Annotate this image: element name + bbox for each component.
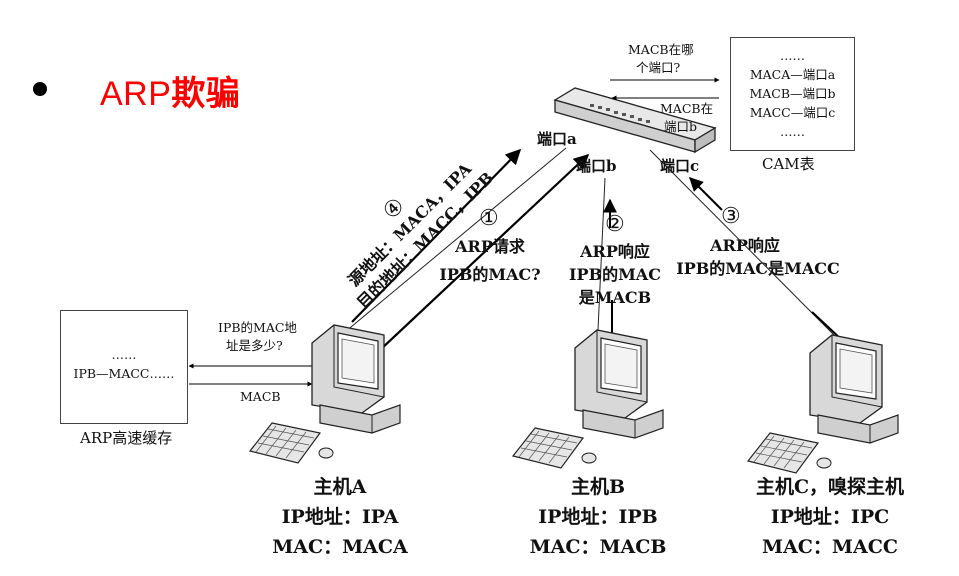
cam-table-box: …… MACA—端口a MACB—端口b MACC—端口c …… [730,37,855,151]
switch-icon [553,87,717,154]
host-c-name: 主机C，嗅探主机 [755,476,905,498]
cam-row: MACC—端口c [749,105,836,120]
cam-reply-label-1: MACB在 [660,101,714,116]
step2-line2: IPB的MAC [569,265,661,284]
cam-reply-label-2: 端口b [664,119,698,134]
host-c-caption: 主机C，嗅探主机 IP地址：IPC MAC：MACC [730,472,930,562]
cam-row: …… [780,124,805,139]
cam-query-label-2: 个端口? [636,60,681,75]
cable-host-c [649,149,836,337]
cache-query-label-2: 址是多少? [226,338,283,353]
step3-line2: IPB的MAC是MACC [676,259,840,278]
step3-line1: ARP响应 [710,236,780,255]
host-c-computer-icon [747,334,899,474]
host-b-caption: 主机B IP地址：IPB MAC：MACB [498,472,698,562]
host-b-computer-icon [512,329,664,469]
host-a-ip: IP地址：IPA [281,506,399,528]
port-b-label: 端口b [576,157,617,175]
step3-arrow-tail [811,311,843,341]
step3-arrow-head [689,177,723,211]
arp-cache-caption: ARP高速缓存 [80,429,173,447]
arp-cache-row: IPB—MACC…… [73,366,175,381]
host-c-ip: IP地址：IPC [770,506,890,528]
host-b-name: 主机B [570,476,626,498]
host-c-mac: MAC：MACC [762,536,898,558]
cam-row: MACB—端口b [749,86,836,101]
step2-number: ② [605,212,625,237]
port-c-label: 端口c [660,157,700,175]
port-a-label: 端口a [537,130,577,148]
cable-host-a [344,147,567,333]
title-bold: 欺骗 [171,75,241,113]
arp-cache-box: …… IPB—MACC…… [60,310,188,424]
step1-number: ① [479,206,499,231]
step1-arrow [379,153,590,351]
bullet-point [33,82,47,96]
step2-line1: ARP响应 [580,242,650,261]
step2-line3: 是MACB [578,288,652,307]
host-a-name: 主机A [313,476,367,498]
step1-line1: ARP请求 [455,237,525,256]
host-b-mac: MAC：MACB [529,536,667,558]
cache-reply-label: MACB [240,389,281,404]
host-a-caption: 主机A IP地址：IPA MAC：MACA [240,472,440,562]
cam-row: MACA—端口a [749,67,836,82]
host-a-mac: MAC：MACA [272,536,408,558]
step1-line2: IPB的MAC? [439,265,541,284]
cam-row: …… [780,48,805,63]
host-b-ip: IP地址：IPB [538,506,658,528]
title-prefix: ARP [100,75,172,113]
cache-query-label-1: IPB的MAC地 [218,320,297,335]
step3-number: ③ [721,204,741,229]
arp-cache-row: …… [111,347,137,362]
step4-arrow [351,148,522,323]
page-title: ARP欺骗 [100,66,240,115]
cam-query-label-1: MACB在哪 [628,42,694,57]
cam-table-caption: CAM表 [762,155,815,173]
